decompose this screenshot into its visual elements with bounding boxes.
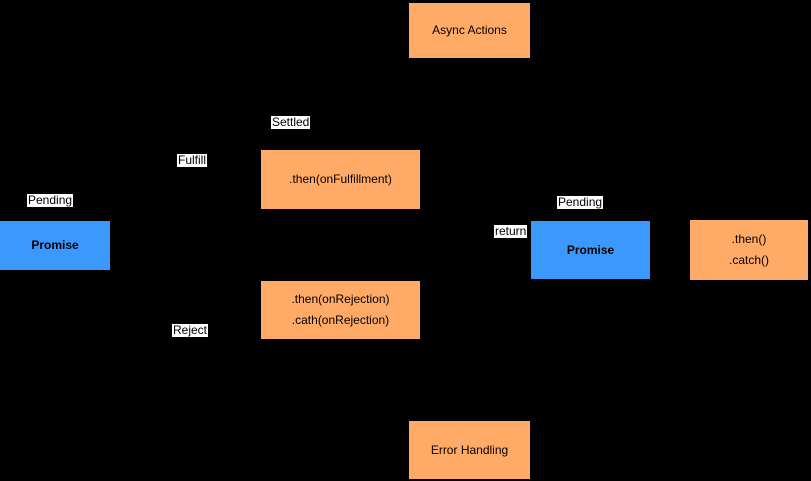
then-onrejection-line1: .then(onRejection) xyxy=(291,292,390,306)
reject-edge-label: Reject xyxy=(172,323,209,337)
then-catch-line2: .catch() xyxy=(728,253,769,267)
promise-pending-node: Promise xyxy=(0,221,110,270)
returned-promise-label: Promise xyxy=(566,242,615,257)
then-catch-line1: .then() xyxy=(731,232,767,246)
async-actions-node: Async Actions xyxy=(409,3,530,58)
then-onrejection-line2: .cath(onRejection) xyxy=(291,313,390,327)
then-onrejection-node: .then(onRejection) .cath(onRejection) xyxy=(261,281,420,339)
return-edge-label: return xyxy=(494,224,528,238)
then-catch-node: .then() .catch() xyxy=(690,220,808,280)
pending-state-label-right: Pending xyxy=(557,195,604,209)
async-actions-label: Async Actions xyxy=(432,23,507,37)
then-onfulfillment-node: .then(onFulfillment) xyxy=(261,150,420,209)
pending-state-label-left: Pending xyxy=(27,193,74,207)
error-handling-node: Error Handling xyxy=(409,421,530,479)
then-onfulfillment-label: .then(onFulfillment) xyxy=(289,172,392,186)
settled-state-label: Settled xyxy=(271,115,311,129)
promise-pending-label: Promise xyxy=(31,238,79,252)
returned-promise-node: Promise xyxy=(531,221,650,279)
fulfill-edge-label: Fulfill xyxy=(177,153,208,167)
error-handling-label: Error Handling xyxy=(430,442,509,457)
